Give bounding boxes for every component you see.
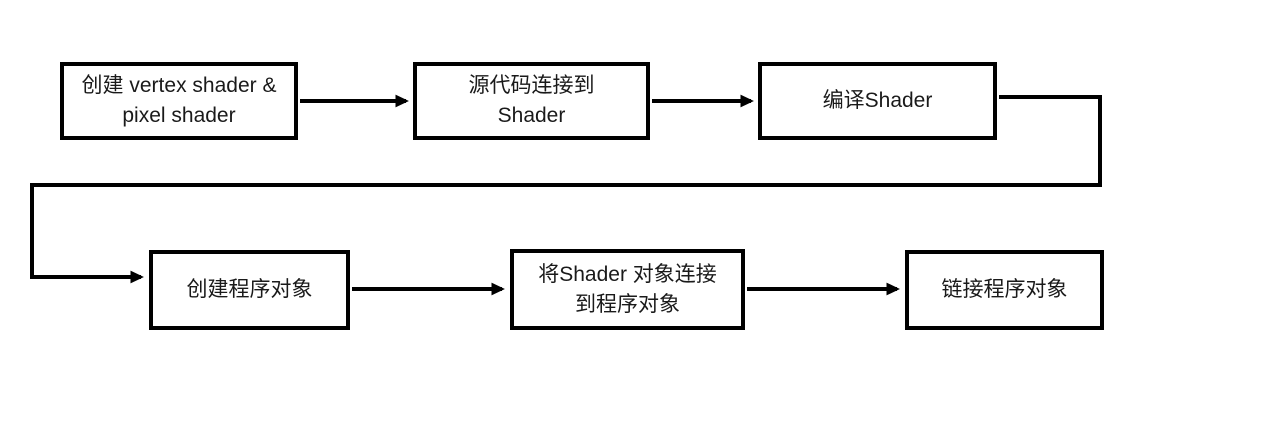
flowchart-node-attach-shader-to-program: 将Shader 对象连接 到程序对象 xyxy=(510,249,745,330)
arrow-compile-shader-to-create-program xyxy=(30,95,1102,284)
flowchart-node-link-program: 链接程序对象 xyxy=(905,250,1104,330)
flowchart-node-create-program: 创建程序对象 xyxy=(149,250,350,330)
flowchart-node-compile-shader: 编译Shader xyxy=(758,62,997,140)
flowchart-node-create-shaders: 创建 vertex shader & pixel shader xyxy=(60,62,298,140)
flowchart-node-attach-source: 源代码连接到 Shader xyxy=(413,62,650,140)
